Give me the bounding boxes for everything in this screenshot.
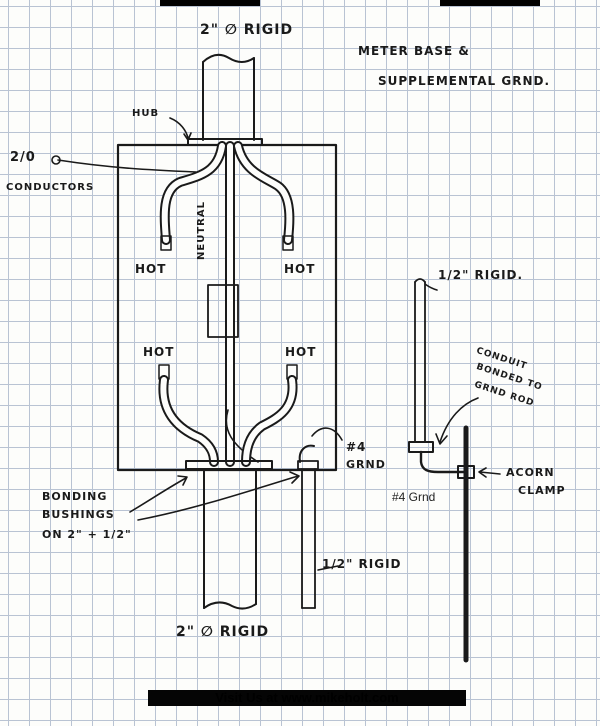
hub-leader xyxy=(169,117,189,139)
hub-label: Hub xyxy=(132,108,160,119)
hot-label-upper-right: Hot xyxy=(284,262,316,276)
half-rigid-right-leader xyxy=(424,283,438,291)
neutral-conductor xyxy=(207,141,259,467)
half-rigid-lower-leader xyxy=(317,565,339,571)
bottom-rigid-label: 2" ∅ Rigid xyxy=(176,624,270,640)
hot-conductor-upper-left xyxy=(159,141,227,251)
conduit-bonded-leader xyxy=(439,397,479,443)
bonding-leader-2 xyxy=(137,475,299,521)
ground-4-print-label: #4 Grnd xyxy=(392,490,436,504)
top-rigid-label: 2" ∅ Rigid xyxy=(200,22,294,38)
half-rigid-right-label: 1/2" Rigid. xyxy=(438,268,524,282)
footer-band: Visit Us at www.mikeholt.com xyxy=(148,690,466,706)
top-rigid-conduit xyxy=(202,53,255,141)
hot-label-upper-left: Hot xyxy=(135,262,167,276)
conductor-label-line2: Conductors xyxy=(6,182,95,193)
bonding-leader-1 xyxy=(129,477,187,513)
conductor-leader xyxy=(57,159,197,173)
hot-label-lower-left: Hot xyxy=(143,345,175,359)
top-edge-tab-right xyxy=(440,0,540,6)
bonding-label-line2: Bushings xyxy=(42,508,115,521)
ground-4-label-line1: #4 xyxy=(346,440,367,454)
bottom-rigid-conduit xyxy=(203,468,257,610)
acorn-leader xyxy=(479,471,501,475)
hot-conductor-lower-right xyxy=(241,364,298,467)
ground-4-label-line2: Grnd xyxy=(346,458,386,471)
drawing-title-line1: Meter Base & xyxy=(358,44,470,58)
half-inch-rigid-lower xyxy=(297,444,319,609)
half-rigid-lower-label: 1/2" Rigid xyxy=(322,557,402,571)
bonding-bushing-2in xyxy=(185,460,273,470)
bonding-label-line3: on 2" + 1/2" xyxy=(42,528,132,541)
acorn-clamp xyxy=(457,465,475,479)
drawing-title-line2: Supplemental Grnd. xyxy=(378,74,551,88)
ground-4-leader xyxy=(311,427,343,441)
hot-conductor-upper-right xyxy=(233,141,295,251)
footer-text: Visit Us at www.mikeholt.com xyxy=(215,690,399,705)
hot-conductor-lower-left xyxy=(158,364,219,467)
acorn-label-line1: Acorn xyxy=(506,466,555,479)
top-edge-tab-left xyxy=(160,0,260,6)
half-inch-rigid-riser xyxy=(408,278,434,453)
ground-wire-4 xyxy=(419,450,468,474)
neutral-label: Neutral xyxy=(196,201,207,260)
bonding-label-line1: Bonding xyxy=(42,490,108,503)
conductor-label-line1: 2/0 xyxy=(10,150,36,165)
acorn-label-line2: Clamp xyxy=(518,484,566,497)
hot-label-lower-right: Hot xyxy=(285,345,317,359)
